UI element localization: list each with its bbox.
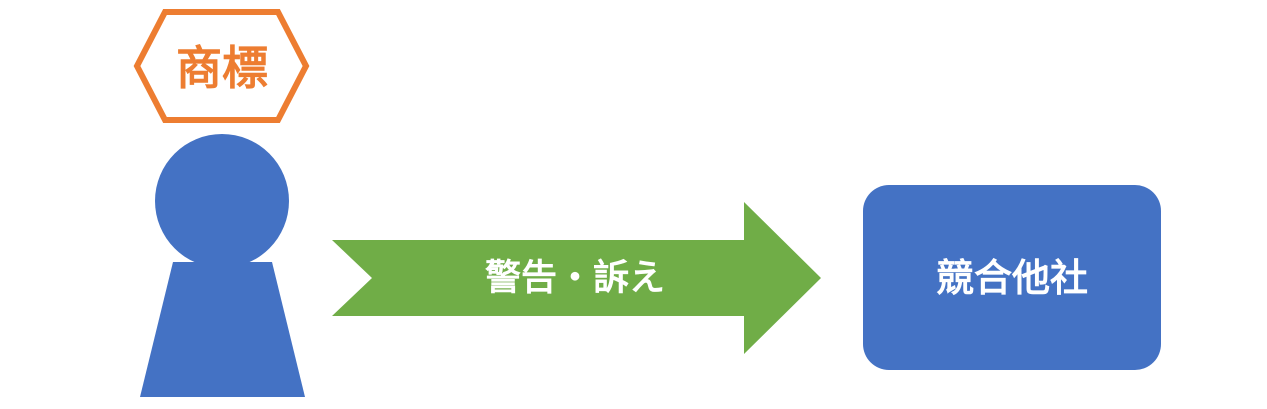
trademark-label: 商標	[176, 41, 268, 95]
trademark-owner-person-icon	[140, 134, 305, 397]
warning-lawsuit-arrow: 警告・訴え	[332, 202, 821, 354]
arrow-label: 警告・訴え	[485, 258, 665, 299]
person-body	[140, 262, 305, 397]
trademark-badge: 商標	[133, 9, 310, 123]
trademark-hexagon	[133, 9, 310, 123]
person-head	[155, 134, 289, 268]
competitor-rect	[863, 185, 1161, 370]
competitor-label: 競合他社	[936, 256, 1088, 300]
competitor-box: 競合他社	[863, 185, 1161, 370]
arrow-shape	[332, 202, 821, 354]
